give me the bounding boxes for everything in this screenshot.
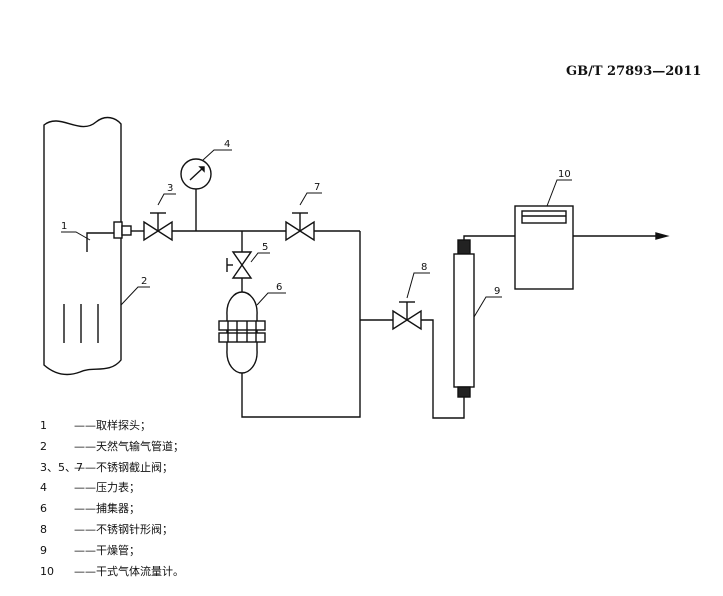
callout-2: 2 bbox=[141, 276, 147, 287]
callout-7: 7 bbox=[314, 182, 320, 193]
standard-code: GB/T 27893—2011 bbox=[566, 64, 702, 79]
stop-valve-7 bbox=[285, 212, 315, 242]
callout-4: 4 bbox=[224, 139, 230, 150]
callout-3: 3 bbox=[167, 183, 173, 194]
legend-item: 9——干燥管； bbox=[40, 543, 140, 557]
legend-item: 8——不锈钢针形阀； bbox=[40, 522, 173, 536]
callout-10: 10 bbox=[558, 169, 571, 180]
stop-valve-3 bbox=[143, 212, 173, 242]
pressure-gauge bbox=[180, 158, 212, 231]
legend-item: 3、5、7——不锈钢截止阀； bbox=[40, 460, 173, 474]
legend: 1——取样探头； 2——天然气输气管道； 3、5、7——不锈钢截止阀； 4——压… bbox=[40, 416, 184, 582]
stop-valve-5 bbox=[226, 251, 253, 279]
callout-8: 8 bbox=[421, 262, 427, 273]
legend-item: 1——取样探头； bbox=[40, 419, 151, 432]
callout-6: 6 bbox=[276, 282, 282, 293]
trap bbox=[218, 291, 266, 374]
callout-9: 9 bbox=[494, 286, 500, 297]
legend-item: 10——干式气体流量计。 bbox=[40, 564, 184, 578]
probe-fitting bbox=[113, 221, 123, 239]
legend-item: 4——压力表； bbox=[40, 481, 140, 495]
gas-flow-meter bbox=[514, 205, 574, 290]
callout-5: 5 bbox=[262, 242, 268, 253]
pipeline-flow-arrows bbox=[63, 304, 99, 343]
callout-leaders bbox=[61, 149, 572, 318]
gas-pipeline bbox=[43, 116, 122, 376]
legend-item: 6——捕集器； bbox=[40, 502, 140, 516]
sampling-probe bbox=[86, 232, 118, 252]
callout-1: 1 bbox=[61, 221, 67, 232]
drying-tube bbox=[453, 239, 475, 398]
legend-item: 2——天然气输气管道； bbox=[40, 439, 184, 453]
needle-valve-8 bbox=[392, 301, 422, 331]
